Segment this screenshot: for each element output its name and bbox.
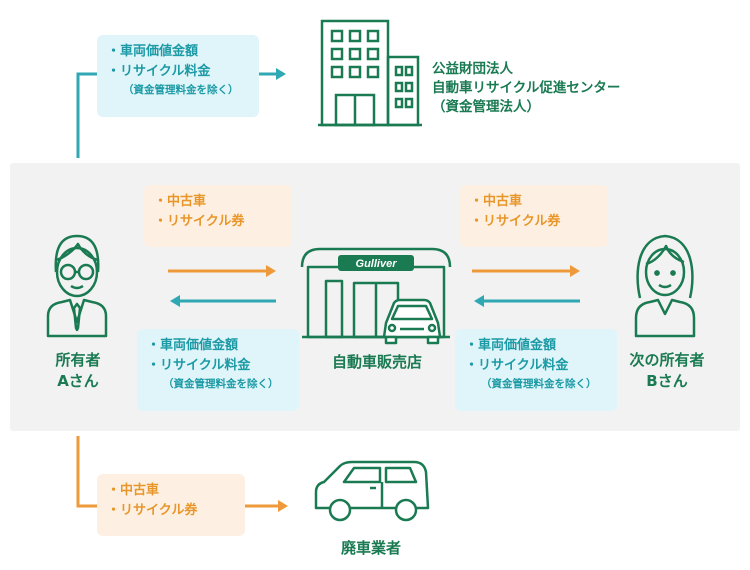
scrap-item1: ・中古車 xyxy=(107,483,160,498)
woman-icon xyxy=(634,234,696,338)
dealer-to-a-item1: ・車両価値金額 xyxy=(147,338,239,353)
dealer-label: 自動車販売店 xyxy=(331,353,422,371)
arrowhead-a-to-dealer xyxy=(266,265,276,277)
arrowhead-organization xyxy=(276,68,286,80)
b-to-dealer-item1: ・車両価値金額 xyxy=(465,338,557,353)
man-with-glasses-icon xyxy=(46,234,108,338)
dealer-to-a-box: ・車両価値金額 ・リサイクル料金 （資金管理料金を除く） xyxy=(137,329,299,411)
dealer-to-b-box: ・中古車 ・リサイクル券 xyxy=(460,185,608,247)
owner-a-line2: Aさん xyxy=(57,372,99,390)
organization-line1: 公益財団法人 xyxy=(432,61,513,77)
owner-b-line1: 次の所有者 xyxy=(629,351,705,369)
organization-line3: （資金管理法人） xyxy=(432,99,540,115)
owner-a-label: 所有者 Aさん xyxy=(40,350,116,392)
owner-b-label: 次の所有者 Bさん xyxy=(614,350,720,392)
b-to-dealer-box: ・車両価値金額 ・リサイクル料金 （資金管理料金を除く） xyxy=(455,329,617,411)
dealer-car-front-icon xyxy=(382,298,442,345)
top-payment-item1: ・車両価値金額 xyxy=(107,44,199,59)
a-to-dealer-item1: ・中古車 xyxy=(154,194,207,209)
organization-label: 公益財団法人 自動車リサイクル促進センター （資金管理法人） xyxy=(432,60,620,117)
arrowhead-b-to-dealer xyxy=(474,295,484,307)
owner-b-line2: Bさん xyxy=(646,372,688,390)
b-to-dealer-item2: ・リサイクル料金 xyxy=(465,358,569,373)
organization-line2: 自動車リサイクル促進センター xyxy=(432,80,621,96)
scrap-box: ・中古車 ・リサイクル券 xyxy=(97,474,245,536)
office-building-icon xyxy=(318,19,422,127)
dealer-to-a-note: （資金管理料金を除く） xyxy=(163,378,279,390)
owner-a-line1: 所有者 xyxy=(55,351,101,369)
dealer-to-b-item1: ・中古車 xyxy=(470,194,523,209)
dealer-to-b-item2: ・リサイクル券 xyxy=(470,214,561,229)
top-payment-item2: ・リサイクル料金 xyxy=(107,64,211,79)
top-payment-box: ・車両価値金額 ・リサイクル料金 （資金管理料金を除く） xyxy=(97,35,259,117)
scrap-item2: ・リサイクル券 xyxy=(107,503,198,518)
minivan-icon xyxy=(314,460,430,522)
a-to-dealer-box: ・中古車 ・リサイクル券 xyxy=(144,185,292,247)
b-to-dealer-note: （資金管理料金を除く） xyxy=(481,378,597,390)
a-to-dealer-item2: ・リサイクル券 xyxy=(154,214,245,229)
arrowhead-scrapper xyxy=(278,500,288,512)
store-sign xyxy=(338,255,414,271)
arrowhead-dealer-to-a xyxy=(170,295,180,307)
store-sign-text: Gulliver xyxy=(356,258,398,270)
dealer-to-a-item2: ・リサイクル料金 xyxy=(147,358,251,373)
arrowhead-dealer-to-b xyxy=(570,265,580,277)
scrapper-label: 廃車業者 xyxy=(340,539,401,557)
top-payment-note: （資金管理料金を除く） xyxy=(123,84,239,96)
